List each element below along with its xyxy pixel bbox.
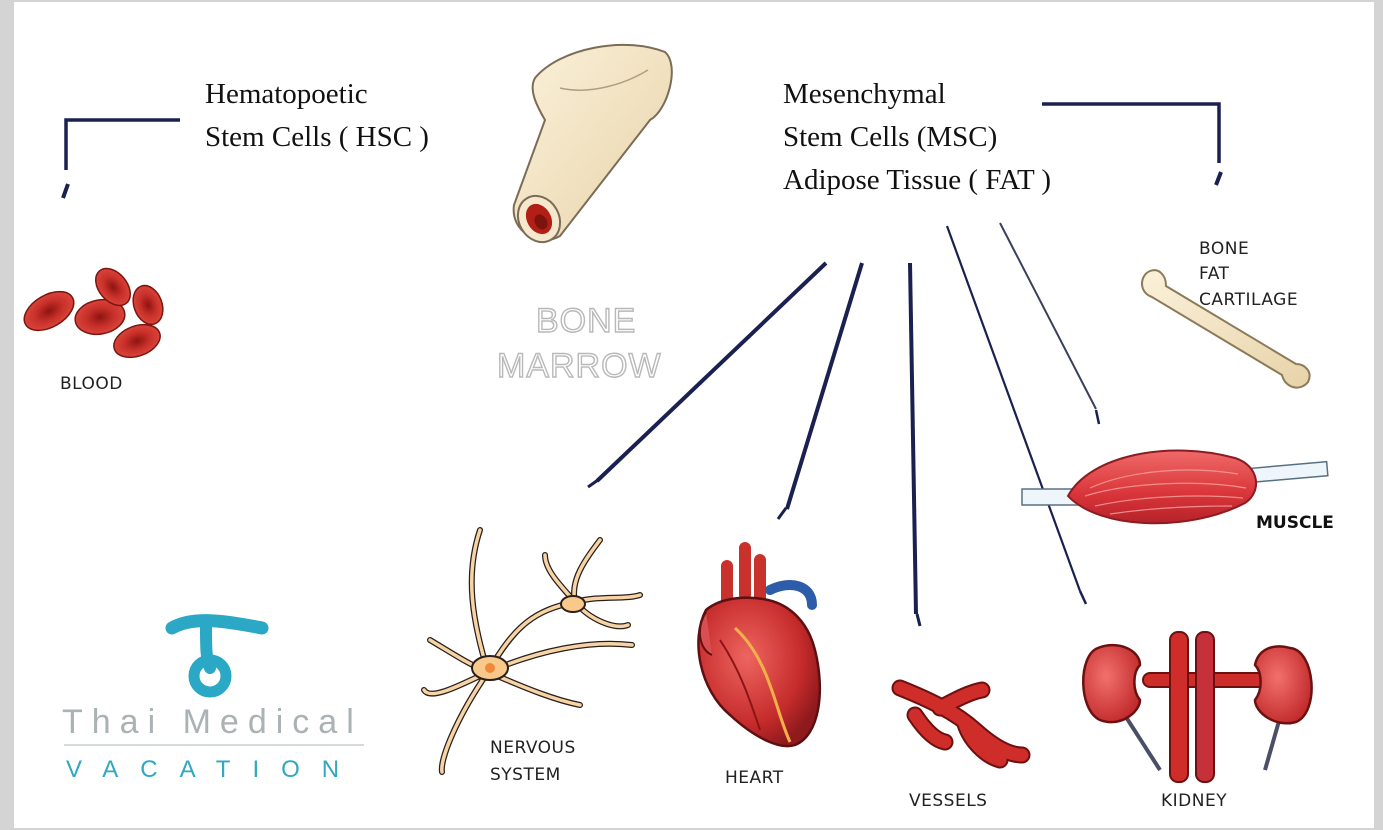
nervous-line-2: SYSTEM	[490, 765, 561, 785]
msc-line-1: Mesenchymal	[783, 78, 946, 110]
marrow-line-1: BONE	[536, 302, 636, 340]
nervous-line-1: NERVOUS	[490, 738, 576, 758]
fat-label: FAT	[1199, 264, 1230, 284]
bone-label: BONE	[1199, 239, 1249, 259]
marrow-line-2: MARROW	[497, 347, 662, 385]
muscle-label: MUSCLE	[1256, 513, 1334, 533]
vessels-label: VESSELS	[909, 791, 987, 811]
hsc-line-2: Stem Cells ( HSC )	[205, 121, 429, 153]
logo-line-1: Thai Medical	[62, 703, 363, 741]
logo-line-2: VACATION	[66, 756, 361, 783]
hsc-line-1: Hematopoetic	[205, 78, 368, 110]
msc-line-3: Adipose Tissue ( FAT )	[783, 164, 1051, 196]
blood-label: BLOOD	[60, 374, 123, 394]
heart-label: HEART	[725, 768, 784, 788]
msc-line-2: Stem Cells (MSC)	[783, 121, 997, 153]
kidney-label: KIDNEY	[1161, 791, 1227, 811]
cartilage-label: CARTILAGE	[1199, 290, 1298, 310]
